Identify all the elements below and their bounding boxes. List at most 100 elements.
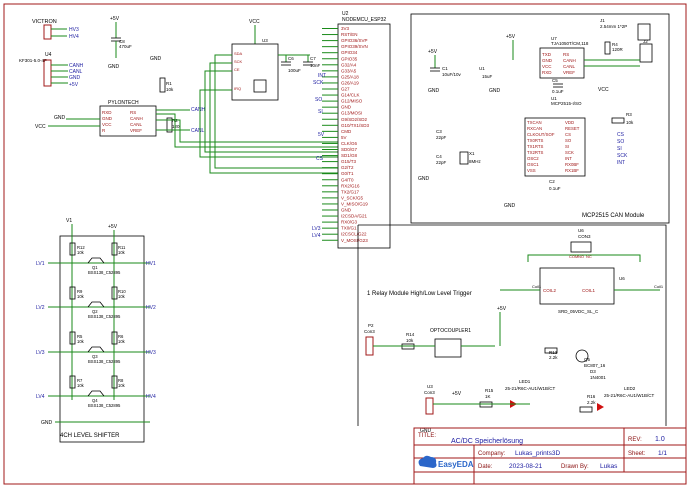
esp32-pin-label: G9/SD2/SD2 bbox=[341, 117, 368, 122]
svg-text:LED2: LED2 bbox=[624, 386, 636, 391]
svg-text:COIL2: COIL2 bbox=[543, 288, 557, 293]
svg-text:GND: GND bbox=[69, 75, 81, 81]
svg-text:0.1uF: 0.1uF bbox=[552, 89, 564, 94]
hv-label: HV4 bbox=[146, 394, 156, 400]
svg-text:RXD: RXD bbox=[102, 110, 112, 115]
lv-label: LV3 bbox=[36, 350, 45, 356]
svg-text:Lukas_prints3D: Lukas_prints3D bbox=[515, 450, 560, 457]
victron-pin-2: HV4 bbox=[69, 34, 79, 40]
svg-text:U3: U3 bbox=[427, 384, 433, 389]
svg-text:R14: R14 bbox=[406, 332, 415, 337]
resistor-ref: R10 bbox=[118, 289, 126, 294]
svg-text:TITLE:: TITLE: bbox=[418, 433, 436, 439]
lv-label: LV1 bbox=[36, 261, 45, 267]
svg-text:C7: C7 bbox=[310, 56, 316, 61]
mcp2515-right-pin: CS bbox=[565, 132, 571, 137]
svg-text:C2: C2 bbox=[549, 179, 555, 184]
svg-text:R4: R4 bbox=[612, 42, 618, 47]
pullup-resistor bbox=[69, 242, 76, 256]
victron-label: VICTRON bbox=[32, 19, 57, 25]
svg-text:Drawn By:: Drawn By: bbox=[561, 464, 589, 470]
esp32-pin-label: G0/T1 bbox=[341, 171, 354, 176]
svg-text:MCP2515-I/SO: MCP2515-I/SO bbox=[551, 101, 582, 106]
mosfet-part: BSS138_C52895 bbox=[88, 359, 121, 364]
resistor-ref: R8 bbox=[118, 378, 124, 383]
svg-text:10uF/10v: 10uF/10v bbox=[442, 72, 462, 77]
svg-text:U1: U1 bbox=[479, 66, 485, 71]
svg-text:Date:: Date: bbox=[478, 464, 493, 470]
svg-text:X1: X1 bbox=[469, 151, 475, 156]
can-module-title: MCP2515 CAN Module bbox=[582, 213, 645, 219]
mcp2515-left-pin: OSC1 bbox=[527, 162, 539, 167]
pullup-resistor bbox=[111, 286, 118, 300]
victron-pin-1: HV3 bbox=[69, 27, 79, 33]
svg-text:Q5: Q5 bbox=[584, 357, 591, 362]
svg-text:25-21/R6C-AU1/W1B/CT: 25-21/R6C-AU1/W1B/CT bbox=[604, 393, 655, 398]
relay-title: 1 Relay Module High/Low Level Trigger bbox=[367, 291, 472, 297]
resistor-ref: R7 bbox=[77, 378, 83, 383]
mcp2515-right-pin: INT bbox=[565, 156, 572, 161]
svg-text:SRD_05VDC_SL_C: SRD_05VDC_SL_C bbox=[558, 309, 599, 314]
svg-text:Sheet:: Sheet: bbox=[628, 451, 646, 457]
mosfet-part: BSS138_C52895 bbox=[88, 270, 121, 275]
svg-text:R16: R16 bbox=[587, 394, 596, 399]
svg-text:LED1: LED1 bbox=[519, 379, 531, 384]
svg-text:NC: NC bbox=[586, 254, 592, 259]
mosfet-symbol bbox=[87, 301, 105, 308]
svg-text:BC807_16: BC807_16 bbox=[584, 363, 606, 368]
mosfet-part: BSS138_C52895 bbox=[88, 314, 121, 319]
mcp2515-right-pin: SO bbox=[565, 138, 572, 143]
svg-text:RXD: RXD bbox=[542, 70, 552, 75]
u4-connector: U4 KF301-5.0-4P CANH CANL GND +5V bbox=[19, 52, 84, 88]
resistor-ref: R11 bbox=[118, 245, 126, 250]
mcp2515-left-pin: VSS bbox=[527, 168, 536, 173]
esp32-pin-label: GPIO39/SVN bbox=[341, 44, 368, 49]
esp32-pin-label: GND bbox=[341, 105, 352, 110]
esp32-pin-label: 3V3 bbox=[341, 26, 350, 31]
pullup-resistor bbox=[111, 242, 118, 256]
svg-text:INT: INT bbox=[617, 160, 625, 166]
esp32-pin-label: RST/EN bbox=[341, 32, 358, 37]
esp32-pin-label: G14/CLK bbox=[341, 93, 360, 98]
mcp2515-left-pin: RXCAN bbox=[527, 126, 542, 131]
svg-text:CANL: CANL bbox=[191, 128, 205, 134]
svg-text:470uF: 470uF bbox=[119, 44, 132, 49]
svg-text:GND: GND bbox=[489, 88, 501, 94]
svg-text:R1: R1 bbox=[166, 81, 172, 86]
resistor-value: 10k bbox=[77, 250, 85, 255]
svg-text:Coil1: Coil1 bbox=[532, 284, 542, 289]
esp32-module: U2 NODEMCU_ESP32 3V3RST/ENGPIO36/SVPGPIO… bbox=[312, 11, 391, 249]
esp32-pin-label: V_MISO/G19 bbox=[341, 201, 368, 206]
svg-text:U2: U2 bbox=[342, 11, 349, 17]
hv-label: HV3 bbox=[146, 350, 156, 356]
can-module: J1 2.54mm 1*2P +5V U7 TJA1050T/CM,118 TX… bbox=[418, 18, 653, 209]
resistor-value: 10k bbox=[118, 339, 126, 344]
svg-text:+5V: +5V bbox=[452, 391, 462, 397]
esp32-pin-label: V_SCK/G5 bbox=[341, 195, 364, 200]
esp32-pin-label: SD0/G7 bbox=[341, 147, 358, 152]
svg-text:8MHz: 8MHz bbox=[469, 159, 482, 164]
esp32-pin-label: G33/A5 bbox=[341, 68, 357, 73]
svg-text:SI: SI bbox=[617, 146, 622, 152]
easyeda-logo-icon bbox=[418, 455, 437, 468]
mosfet-part: BSS138_C52895 bbox=[88, 403, 121, 408]
svg-text:COM: COM bbox=[569, 254, 578, 259]
svg-text:+5V: +5V bbox=[69, 82, 79, 88]
resistor-value: 10k bbox=[77, 383, 85, 388]
mosfet-ref: Q1 bbox=[92, 265, 98, 270]
svg-text:C3: C3 bbox=[436, 129, 442, 134]
esp32-pin-label: G25/A18 bbox=[341, 74, 359, 79]
svg-text:CON3: CON3 bbox=[578, 234, 591, 239]
svg-text:VCC: VCC bbox=[542, 64, 552, 69]
svg-text:CANH: CANH bbox=[191, 107, 206, 113]
svg-text:U7: U7 bbox=[551, 36, 557, 41]
svg-text:R13: R13 bbox=[549, 350, 558, 355]
u3-module: U3 SDA SCK CE IRQ bbox=[231, 38, 279, 101]
svg-text:VCC: VCC bbox=[102, 122, 112, 127]
esp32-pin-label: G26/A19 bbox=[341, 80, 359, 85]
resistor-value: 10k bbox=[77, 339, 85, 344]
mosfet-symbol bbox=[87, 257, 105, 264]
pullup-resistor bbox=[111, 375, 118, 389]
svg-text:120R: 120R bbox=[612, 47, 624, 52]
mcp2515-right-pin: VDD bbox=[565, 120, 574, 125]
